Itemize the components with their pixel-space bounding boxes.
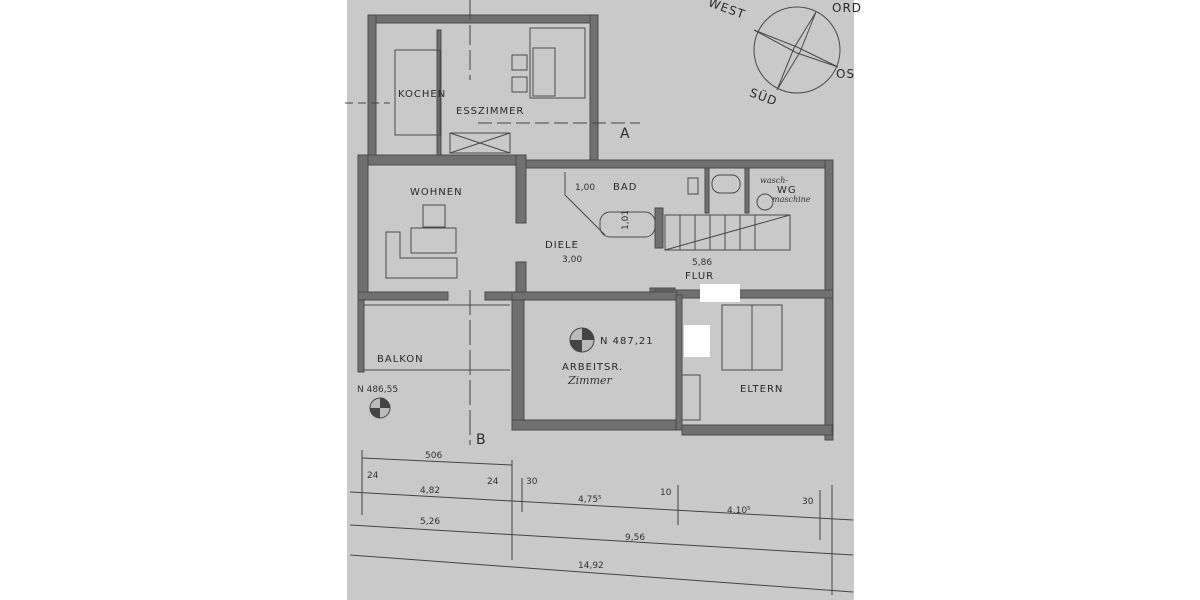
room-label-flur: FLUR [685,271,714,282]
level-arbeitsr: N 487,21 [600,336,654,347]
walls-arbeitszimmer [511,291,683,431]
compass-north: ORD [832,1,862,15]
white-patch [700,284,740,302]
wc-note-top: wasch- [760,176,788,185]
dim-4755: 4,75⁵ [578,495,602,505]
dim-24-right: 24 [487,477,499,487]
dim-4105: 4,10⁵ [727,506,751,516]
section-mark-a: A [620,126,631,142]
room-label-eltern: ELTERN [740,384,783,395]
dimension-lines [349,450,854,595]
white-patch [684,325,710,357]
dim-10: 10 [660,488,672,498]
walls-eltern [681,304,833,436]
staircase [664,214,791,251]
level-marker-icon [369,397,391,419]
bad-tub-dimension: 1,01 [621,210,631,230]
room-label-arbeitsr: ARBEITSR. [562,362,623,373]
room-label-kochen: KOCHEN [398,89,446,100]
level-marker-icon [569,327,595,353]
dim-956: 9,56 [625,533,645,543]
walls-corridor [525,159,834,441]
room-label-wohnen: WOHNEN [410,187,463,198]
room-label-esszimmer: ESSZIMMER [456,106,524,117]
wohnen-furniture [385,204,458,279]
room-label-balkon: BALKON [377,354,424,365]
room-label-bad: BAD [613,182,637,193]
dim-30-left: 30 [526,477,538,487]
section-mark-b: B [476,432,487,448]
compass-east: OS [836,67,855,81]
bath-fixtures [564,172,774,238]
arbeitsr-handwritten: Zimmer [567,374,613,387]
compass-rose-icon [753,6,841,94]
level-outside: N 486,55 [357,385,398,395]
diele-dimension: 3,00 [562,255,582,265]
dim-526: 5,26 [420,517,440,527]
bad-dimension: 1,00 [575,183,595,193]
flur-dimension: 5,86 [692,258,712,268]
room-label-diele: DIELE [545,240,579,251]
dim-506: 506 [425,451,442,461]
dim-482: 4,82 [420,486,440,496]
balkon-area [357,299,510,373]
room-label-wc: WG [777,185,797,196]
dim-1492: 14,92 [578,561,604,571]
dim-24-left: 24 [367,471,379,481]
wc-note-bottom: maschine [772,195,811,204]
dim-30-right: 30 [802,497,814,507]
kitchen-furniture [345,0,640,154]
